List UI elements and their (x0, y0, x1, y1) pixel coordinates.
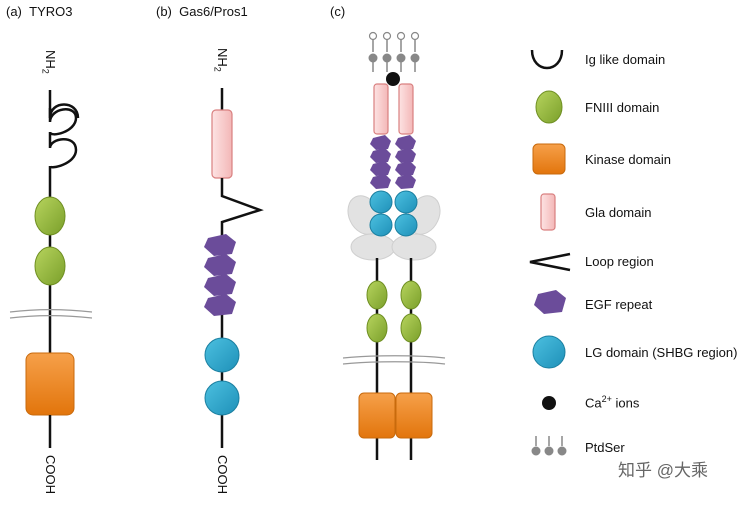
legend-fn3-label: FNIII domain (585, 100, 660, 115)
fn3-domain-c-2 (400, 280, 422, 310)
lg-domain-b-1 (204, 337, 240, 373)
legend-lg-label: LG domain (SHBG region) (585, 345, 738, 360)
legend-ca-label: Ca2+ ions (585, 394, 640, 411)
lg-domain-c-3 (369, 213, 393, 237)
membrane-c-bottom (342, 361, 446, 365)
n-terminus-a: NH2 (40, 50, 58, 74)
panel-b-label: (b) Gas6/Pros1 (156, 4, 248, 19)
legend-ca-symbol (542, 396, 556, 410)
egf-repeats-b (204, 234, 236, 316)
legend-symbols (529, 49, 571, 456)
fn3-domain-1 (34, 196, 66, 236)
ig-domains (48, 108, 78, 192)
legend-gla-label: Gla domain (585, 205, 652, 220)
gla-domain-c-left (373, 83, 389, 135)
panel-c-complex (342, 31, 446, 460)
watermark: 知乎 @大乘 (618, 461, 708, 480)
membrane-a-bottom (9, 315, 93, 319)
n-terminus-b: NH2 (212, 48, 230, 72)
kinase-domain-c-right (395, 392, 433, 439)
panel-b-ligand (204, 88, 264, 448)
lg-domain-b-2 (204, 380, 240, 416)
gla-domain-c-right (398, 83, 414, 135)
legend-ptdser-label: PtdSer (585, 440, 625, 455)
legend-lg-symbol (532, 335, 566, 369)
lg-domain-c-1 (369, 190, 393, 214)
fn3-domain-c-4 (400, 313, 422, 343)
lg-domain-c-2 (394, 190, 418, 214)
legend-loop-label: Loop region (585, 254, 654, 269)
ptdser-lipids (368, 31, 420, 72)
legend-egf-label: EGF repeat (585, 297, 653, 312)
c-terminus-b: COOH (215, 455, 230, 494)
legend-kinase-label: Kinase domain (585, 152, 671, 167)
panel-a-label: (a) TYRO3 (6, 4, 73, 19)
gla-domain-b (211, 109, 233, 179)
kinase-domain-a (25, 352, 75, 416)
legend-kinase-symbol (532, 143, 566, 175)
membrane-c-top (342, 355, 446, 359)
panel-a-receptor (9, 90, 93, 448)
egf-repeats-c (370, 135, 416, 189)
panel-a-title: TYRO3 (29, 4, 73, 19)
legend-loop-symbol (529, 252, 571, 272)
loop-region-b (220, 178, 264, 232)
grey-ig-domains (347, 195, 441, 261)
fn3-domain-2 (34, 246, 66, 286)
calcium-ion (386, 72, 400, 86)
fn3-domain-c-1 (366, 280, 388, 310)
panel-c-label: (c) (330, 4, 346, 19)
legend-gla-symbol (540, 193, 556, 231)
lg-domain-c-4 (394, 213, 418, 237)
legend-ig-label: Ig like domain (585, 52, 666, 67)
fn3-domain-c-3 (366, 313, 388, 343)
legend-ig-symbol (530, 49, 564, 70)
kinase-domain-c-left (358, 392, 396, 439)
legend-ptdser-symbol (531, 436, 567, 456)
panel-b-title: Gas6/Pros1 (179, 4, 248, 19)
membrane-a-top (9, 309, 93, 313)
c-terminus-a: COOH (43, 455, 58, 494)
legend-fn3-symbol (535, 90, 563, 124)
legend-egf-symbol (534, 290, 566, 314)
